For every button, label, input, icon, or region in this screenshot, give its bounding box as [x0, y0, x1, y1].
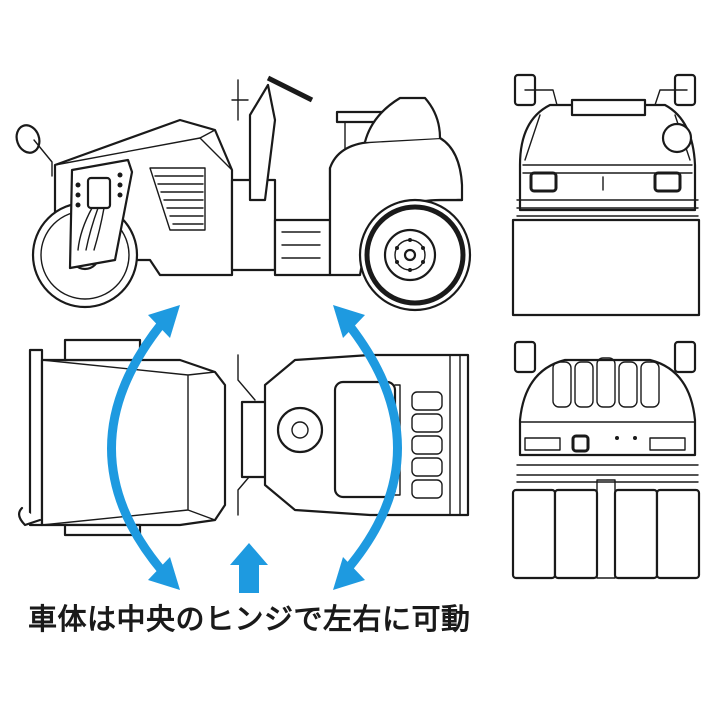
side-view-illustration [0, 60, 480, 312]
rear-tire [613, 488, 659, 580]
front-view-illustration [495, 60, 720, 320]
steering-wheel-icon [276, 406, 324, 454]
mirror-right-icon [673, 340, 697, 374]
front-hood-top [40, 358, 227, 527]
steering-wheel-icon [266, 75, 314, 103]
rear-tire [553, 488, 599, 580]
rear-view-illustration [495, 330, 720, 590]
caption: 車体は中央のヒンジで左右に可動 [28, 602, 471, 636]
mirror-icon [15, 124, 41, 154]
center-up-arrow [230, 543, 268, 593]
top-view-illustration [10, 330, 480, 540]
front-drum-edge [28, 348, 44, 527]
louver-grille [149, 167, 206, 231]
operator-seat-top [333, 380, 397, 499]
front-body [518, 103, 697, 212]
mirror-left-icon [513, 340, 537, 374]
rear-tire [655, 488, 701, 580]
water-tank [363, 96, 442, 144]
front-drum [511, 218, 701, 317]
drum-side-plate [68, 158, 134, 270]
rear-tire [511, 488, 557, 580]
